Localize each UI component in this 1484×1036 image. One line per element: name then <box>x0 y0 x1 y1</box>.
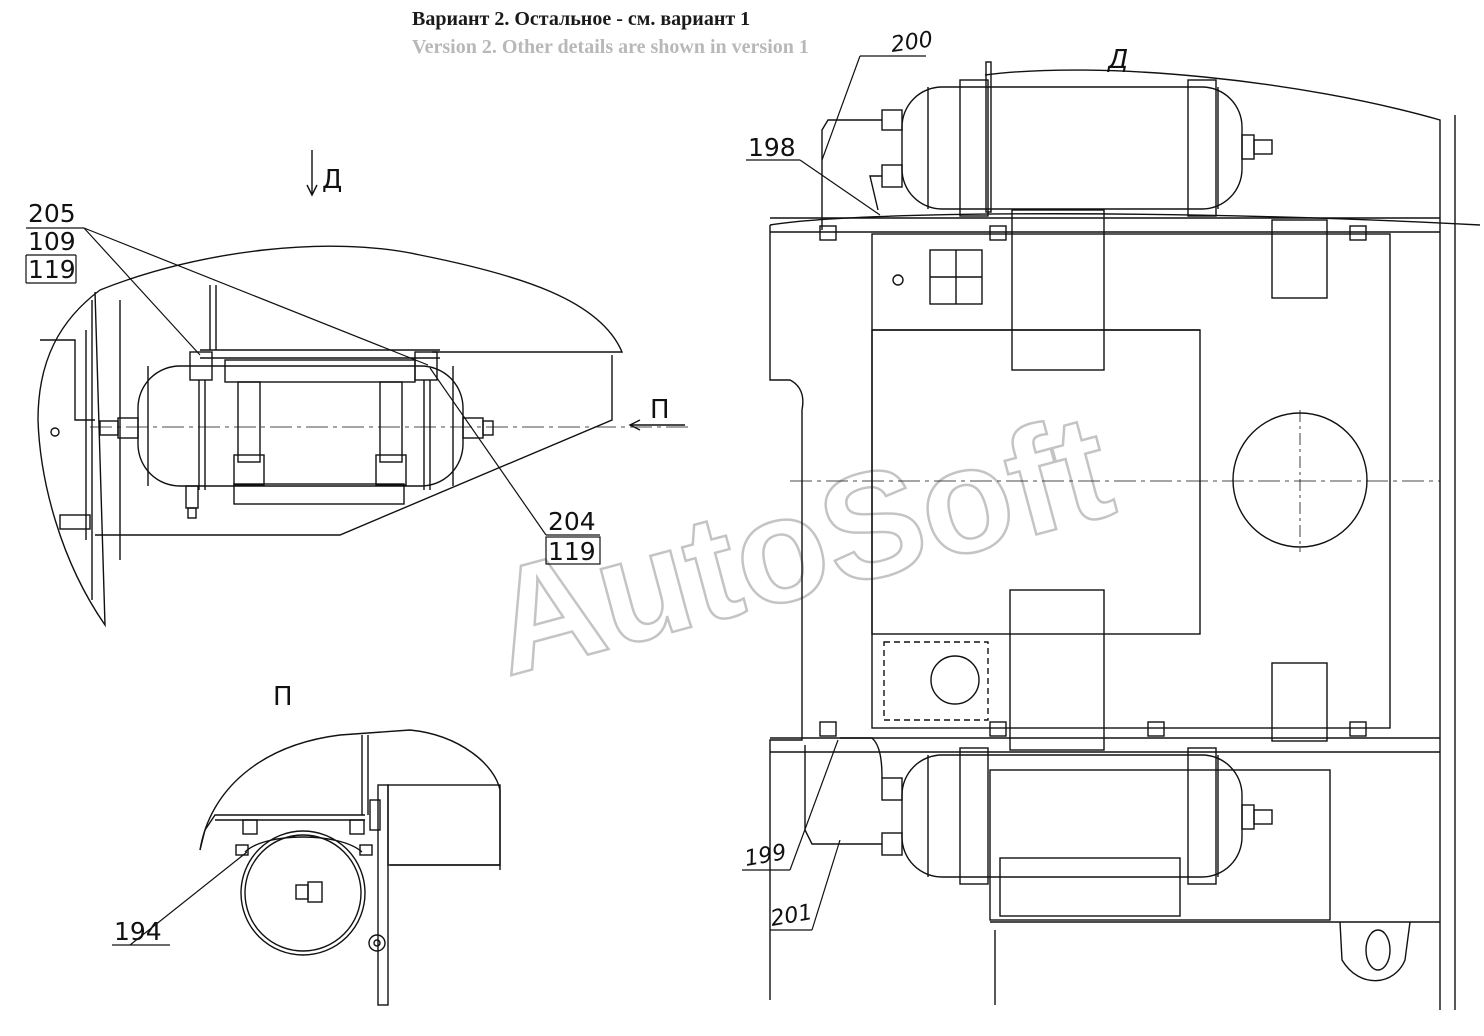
callout-194: 194 <box>114 917 162 946</box>
top-view-leaders <box>742 55 926 931</box>
side-view-leaders <box>25 227 601 565</box>
callout-198: 198 <box>748 133 796 162</box>
callout-119-left: 119 <box>28 255 76 284</box>
title-russian: Вариант 2. Остальное - см. вариант 1 <box>412 8 751 30</box>
view-p-title: П <box>273 682 293 712</box>
callout-199: 199 <box>743 840 789 872</box>
view-p-arrow <box>628 419 685 431</box>
callout-200: 200 <box>889 27 934 58</box>
side-view <box>37 245 624 628</box>
top-view-d <box>769 61 1481 1010</box>
callout-204: 204 <box>548 507 596 536</box>
view-d-arrow <box>306 150 318 197</box>
view-p-detail <box>199 729 501 1006</box>
title-english: Version 2. Other details are shown in ve… <box>412 36 809 58</box>
callout-201: 201 <box>769 900 815 932</box>
view-p-arrow-label: П <box>650 395 670 425</box>
view-d-arrow-label: Д <box>322 165 342 195</box>
view-d-top-label: Д <box>1107 45 1128 75</box>
callout-205: 205 <box>28 199 76 228</box>
callout-119-right: 119 <box>548 537 596 566</box>
leader-194 <box>129 851 248 946</box>
callout-109: 109 <box>28 227 76 256</box>
